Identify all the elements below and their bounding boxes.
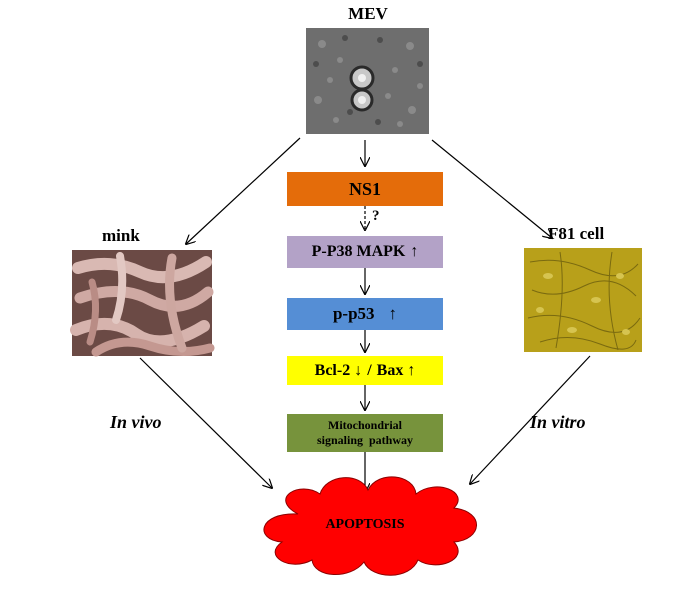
up-arrow-icon: ↑ (407, 361, 416, 379)
mink-intestine-photo (70, 250, 215, 357)
arrow-f81-to-apoptosis (470, 355, 591, 484)
virus-label: MEV (348, 4, 388, 23)
apoptosis-label: APOPTOSIS (325, 517, 405, 532)
f81-cell-label: F81 cell (548, 224, 605, 243)
p53-label: p-p53 (332, 304, 375, 323)
p38-mapk-label: P-P38 MAPK (311, 243, 406, 260)
apoptosis-cloud (263, 476, 477, 576)
virus-micrograph (306, 28, 429, 134)
arrow-mev-to-mink (186, 137, 301, 244)
bcl2-label: Bcl-2 (314, 361, 351, 379)
up-arrow-icon: ↑ (388, 304, 398, 323)
arrow-mev-to-f81 (431, 139, 552, 238)
bcl2-bax-box: Bcl-2 ↓ / Bax ↑ (287, 356, 443, 385)
in-vitro-label: In vitro (530, 412, 586, 432)
bax-label: Bax (376, 361, 404, 379)
f81-cell-culture-photo (524, 248, 642, 352)
up-arrow-icon: ↑ (410, 243, 419, 260)
mitochondrial-box: Mitochondrial signaling pathway (287, 414, 443, 452)
mitochondrial-label-line1: Mitochondrial (328, 418, 402, 432)
in-vivo-label: In vivo (110, 412, 162, 432)
p53-box: p-p53 ↑ (287, 298, 443, 330)
ns1-box: NS1 (287, 172, 443, 206)
arrow-mink-to-apoptosis (139, 357, 272, 488)
mitochondrial-label-line2: signaling pathway (316, 433, 414, 447)
down-arrow-icon: ↓ (354, 361, 363, 379)
mink-label: mink (102, 226, 140, 245)
unknown-link-label: ? (372, 208, 380, 224)
p38-mapk-box: P-P38 MAPK ↑ (287, 236, 443, 268)
ns1-label: NS1 (348, 178, 381, 199)
separator-label: / (367, 361, 372, 379)
